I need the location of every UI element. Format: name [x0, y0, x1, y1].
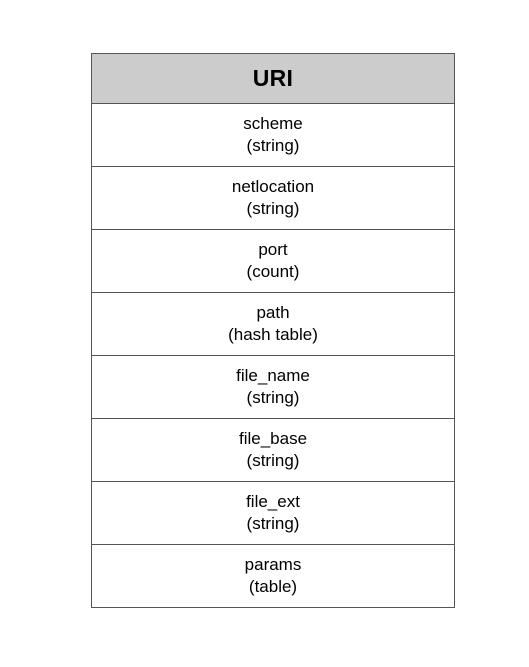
field-type: (string)	[246, 136, 300, 155]
entity-header: URI	[92, 54, 454, 104]
field-netlocation: netlocation (string)	[92, 167, 454, 230]
field-name: file_base	[238, 429, 308, 448]
field-type: (string)	[246, 451, 300, 470]
field-name: scheme	[243, 114, 303, 133]
field-path: path (hash table)	[92, 293, 454, 356]
field-name: port	[258, 240, 288, 259]
field-params: params (table)	[92, 545, 454, 607]
field-name: params	[244, 555, 302, 574]
field-type: (count)	[246, 262, 300, 281]
field-type: (table)	[248, 577, 298, 596]
field-file-ext: file_ext (string)	[92, 482, 454, 545]
field-port: port (count)	[92, 230, 454, 293]
uri-entity-box: URI scheme (string) netlocation (string)…	[91, 53, 455, 608]
field-name: netlocation	[231, 177, 315, 196]
field-name: file_name	[236, 366, 310, 385]
field-name: path	[256, 303, 290, 322]
field-name: file_ext	[246, 492, 300, 511]
field-file-base: file_base (string)	[92, 419, 454, 482]
field-type: (hash table)	[228, 325, 318, 344]
field-type: (string)	[246, 514, 300, 533]
field-file-name: file_name (string)	[92, 356, 454, 419]
field-type: (string)	[246, 388, 300, 407]
field-scheme: scheme (string)	[92, 104, 454, 167]
field-type: (string)	[246, 199, 300, 218]
entity-title: URI	[252, 65, 294, 91]
